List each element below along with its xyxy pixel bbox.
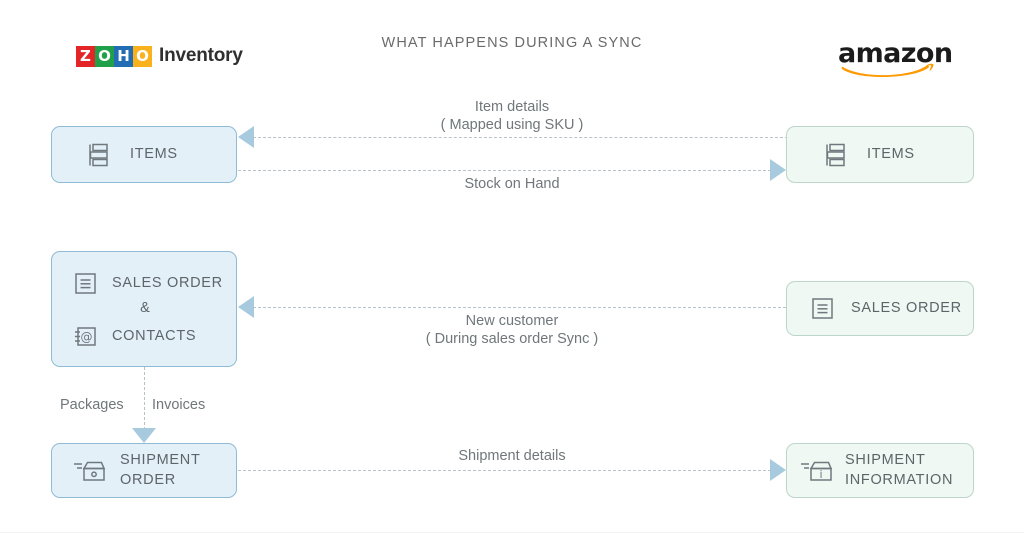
zoho-mark-letter-3: H [114, 45, 133, 67]
zoho-wordmark: Inventory [159, 45, 243, 66]
node-shipment-information-label: SHIPMENT INFORMATION [845, 451, 954, 488]
node-sales-order-amazon[interactable]: SALES ORDER [786, 281, 974, 336]
edge-arrowhead-shipment-details [770, 459, 786, 481]
node-sales-order-contacts-zoho[interactable]: SALES ORDER & @ CONTACTS [51, 251, 237, 367]
edge-label-invoices: Invoices [152, 397, 206, 413]
edge-line-shipment-details [238, 470, 776, 471]
zoho-mark-letter-4: O [133, 45, 152, 67]
edge-line-item-details [248, 137, 788, 138]
zoho-inventory-logo: Z O H O Inventory [76, 43, 243, 69]
node-sales-order-amazon-label: SALES ORDER [851, 299, 962, 316]
amazon-logo: amazon [838, 38, 953, 77]
contacts-at-icon: @ [72, 324, 98, 350]
svg-text:i: i [819, 468, 822, 481]
edge-line-packages-invoices [144, 367, 145, 435]
document-lines-icon [72, 271, 98, 297]
items-icon [823, 142, 847, 168]
svg-text:@: @ [81, 330, 93, 344]
edge-label-item-details: Item details ( Mapped using SKU ) [440, 99, 584, 134]
node-shipment-order-label: SHIPMENT ORDER [120, 451, 201, 488]
zoho-mark-letter-2: O [95, 45, 114, 67]
node-contacts-label: CONTACTS [112, 328, 197, 345]
node-items-zoho-label: ITEMS [130, 145, 178, 162]
node-items-amazon-label: ITEMS [867, 145, 915, 162]
shipment-info-box-icon: i [799, 457, 833, 485]
amazon-smile-arrow-icon [841, 63, 934, 77]
edge-label-new-customer: New customer ( During sales order Sync ) [425, 313, 599, 348]
zoho-logo-mark: Z O H O [76, 45, 152, 67]
items-icon [86, 142, 110, 168]
edge-label-packages: Packages [60, 397, 124, 413]
amazon-wordmark: amazon [838, 38, 953, 69]
edge-label-stock-on-hand: Stock on Hand [464, 176, 560, 192]
node-sales-conjunction: & [140, 300, 150, 316]
edge-line-new-customer [248, 307, 786, 308]
node-items-zoho[interactable]: ITEMS [51, 126, 237, 183]
document-lines-icon [809, 296, 835, 322]
edge-arrowhead-new-customer [238, 296, 254, 318]
edge-arrowhead-item-details [238, 126, 254, 148]
node-shipment-order-zoho[interactable]: SHIPMENT ORDER [51, 443, 237, 498]
zoho-mark-letter-1: Z [76, 45, 95, 67]
node-sales-order-row: SALES ORDER [72, 271, 223, 297]
edge-arrowhead-packages-invoices [132, 428, 156, 443]
node-shipment-information-amazon[interactable]: i SHIPMENT INFORMATION [786, 443, 974, 498]
edge-line-stock-on-hand [238, 170, 776, 171]
node-items-amazon[interactable]: ITEMS [786, 126, 974, 183]
edge-label-shipment-details: Shipment details [458, 448, 566, 464]
node-sales-order-label: SALES ORDER [112, 275, 223, 292]
page-title: WHAT HAPPENS DURING A SYNC [381, 35, 643, 51]
edge-arrowhead-stock-on-hand [770, 159, 786, 181]
shipment-box-icon [72, 457, 106, 485]
node-contacts-row: @ CONTACTS [72, 324, 196, 350]
